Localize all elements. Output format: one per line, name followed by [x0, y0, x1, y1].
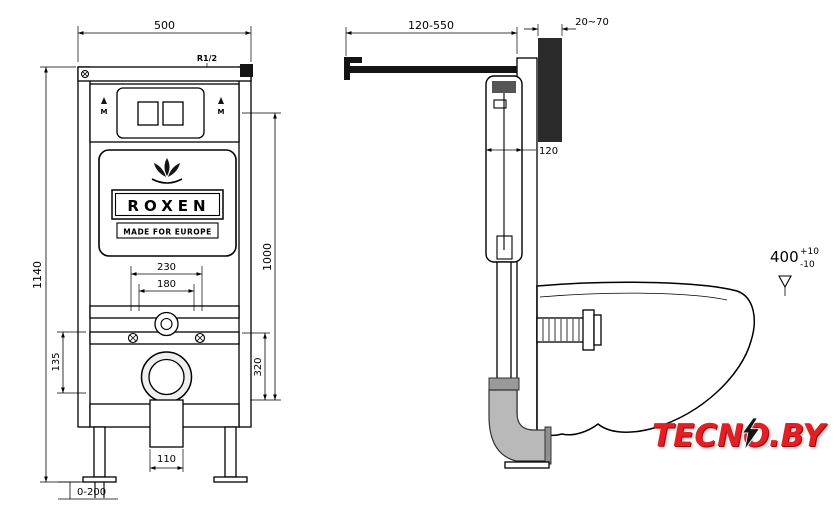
outlet-connector: [536, 309, 602, 351]
water-connection: [154, 311, 179, 337]
clip-arrow-icon: [101, 97, 107, 104]
lightning-bolt-icon: [741, 418, 761, 450]
dim-inner-spacing-label: 180: [157, 279, 176, 290]
watermark-text: TECNO.BY: [652, 418, 825, 454]
foot-right: [213, 476, 248, 483]
clip-label-right: M: [218, 108, 225, 116]
drain-elbow: [488, 377, 552, 465]
side-view: 120-550 20~70 120 400 +10 -10: [344, 17, 819, 469]
fill-valve: [492, 81, 516, 93]
flush-plate-panel: [89, 83, 240, 143]
flush-button-left: [137, 101, 159, 126]
dim-height-label: 1140: [31, 261, 44, 289]
dim-bowl-height-label: 400: [770, 248, 799, 266]
brand-name: ROXEN: [127, 197, 210, 215]
dim-bolt-spacing-label: 230: [157, 262, 176, 273]
thread-size-label: R1/2: [197, 54, 217, 63]
dim-feet-range-label: 0-200: [77, 487, 106, 498]
dim-lower-left-label: 135: [51, 352, 62, 371]
front-view: 500 1140 1000 230 180 135 320 110 0-200 …: [31, 19, 281, 500]
water-inlet-fitting: [240, 64, 253, 77]
clip-arrow-icon: [218, 97, 224, 104]
toilet-bowl-profile: [536, 281, 755, 437]
dim-lower-right-label: 320: [253, 357, 264, 376]
dim-tol-plus-label: +10: [800, 247, 819, 257]
dim-cistern-depth-label: 120: [539, 146, 558, 157]
dim-wall-gap-label: 20~70: [575, 17, 609, 28]
dim-width-label: 500: [154, 19, 175, 32]
level-datum-icon: [778, 275, 792, 289]
brand-subtitle: MADE FOR EUROPE: [123, 228, 212, 237]
watermark-logo: TECNO.BY: [652, 416, 832, 462]
drain-outlet: [149, 399, 184, 448]
flush-pipe: [496, 261, 512, 381]
flush-button-right: [162, 101, 184, 126]
lower-frame: [82, 305, 248, 498]
frame-structure: [77, 63, 253, 428]
frame-foot-side: [504, 461, 550, 469]
cistern-side: [485, 75, 523, 263]
cistern-front: [98, 149, 237, 257]
foot-left: [82, 476, 117, 483]
dim-outlet-width-label: 110: [157, 454, 176, 465]
dim-plate-height-label: 1000: [261, 243, 274, 271]
dim-tol-minus-label: -10: [800, 260, 815, 270]
side-dimensions: [345, 24, 792, 296]
clip-label-left: M: [101, 108, 108, 116]
dim-depth-range-label: 120-550: [408, 19, 454, 32]
front-dimensions: [40, 26, 281, 500]
wall-section: [538, 38, 562, 142]
lotus-icon: [151, 158, 183, 184]
wall-bracket: [344, 57, 517, 80]
